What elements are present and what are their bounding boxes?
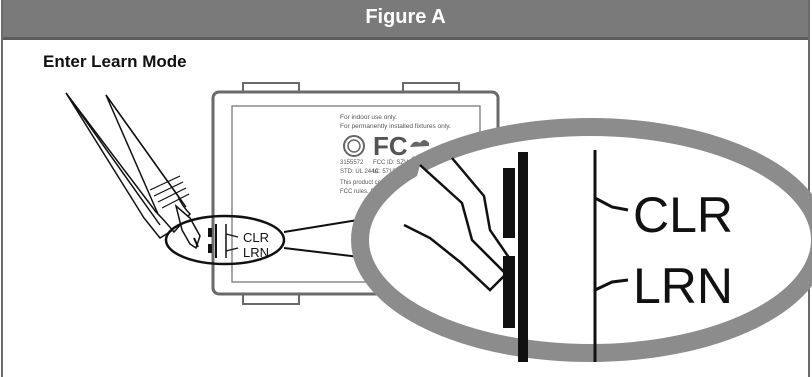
clear-button-small [208,228,212,237]
svg-text:FC: FC [373,131,408,161]
device-label-ic: IC: 5713A [373,169,400,175]
device-label-std: STD: UL 244A [340,169,378,175]
fcc-logo-icon: FC [373,131,408,161]
figure-title: Figure A [365,6,446,28]
clear-label-small: CLR [243,230,269,245]
enocean-logo-icon [410,140,429,147]
magnifier-callout: CLR LRN [351,118,812,362]
device-label-notice: This product co [340,180,382,186]
learn-label-small: LRN [243,245,269,260]
etl-mark-icon [343,135,365,157]
device-label-fcc-id: FCC ID: SZV-TCM [373,160,423,166]
clear-button-zoomed [503,168,515,238]
device-label-line1: For indoor use only. [340,114,397,121]
figure-header: Figure A [3,0,808,40]
learn-button-zoomed [503,256,515,328]
button-callout-small: CLR LRN [164,214,286,266]
stylus-pen [65,92,201,250]
device-label-line2: For permanently installed fixtures only. [340,123,451,130]
device-label-notice2: FCC rules. S [340,189,374,195]
learn-label-zoomed: LRN [633,258,733,314]
device-label-etl-number: 3155572 [340,160,364,166]
learn-button-small [208,244,212,253]
clear-label-zoomed: CLR [633,187,733,243]
figure-subtitle: Enter Learn Mode [43,52,187,71]
housing-edge-zoomed [518,152,528,362]
